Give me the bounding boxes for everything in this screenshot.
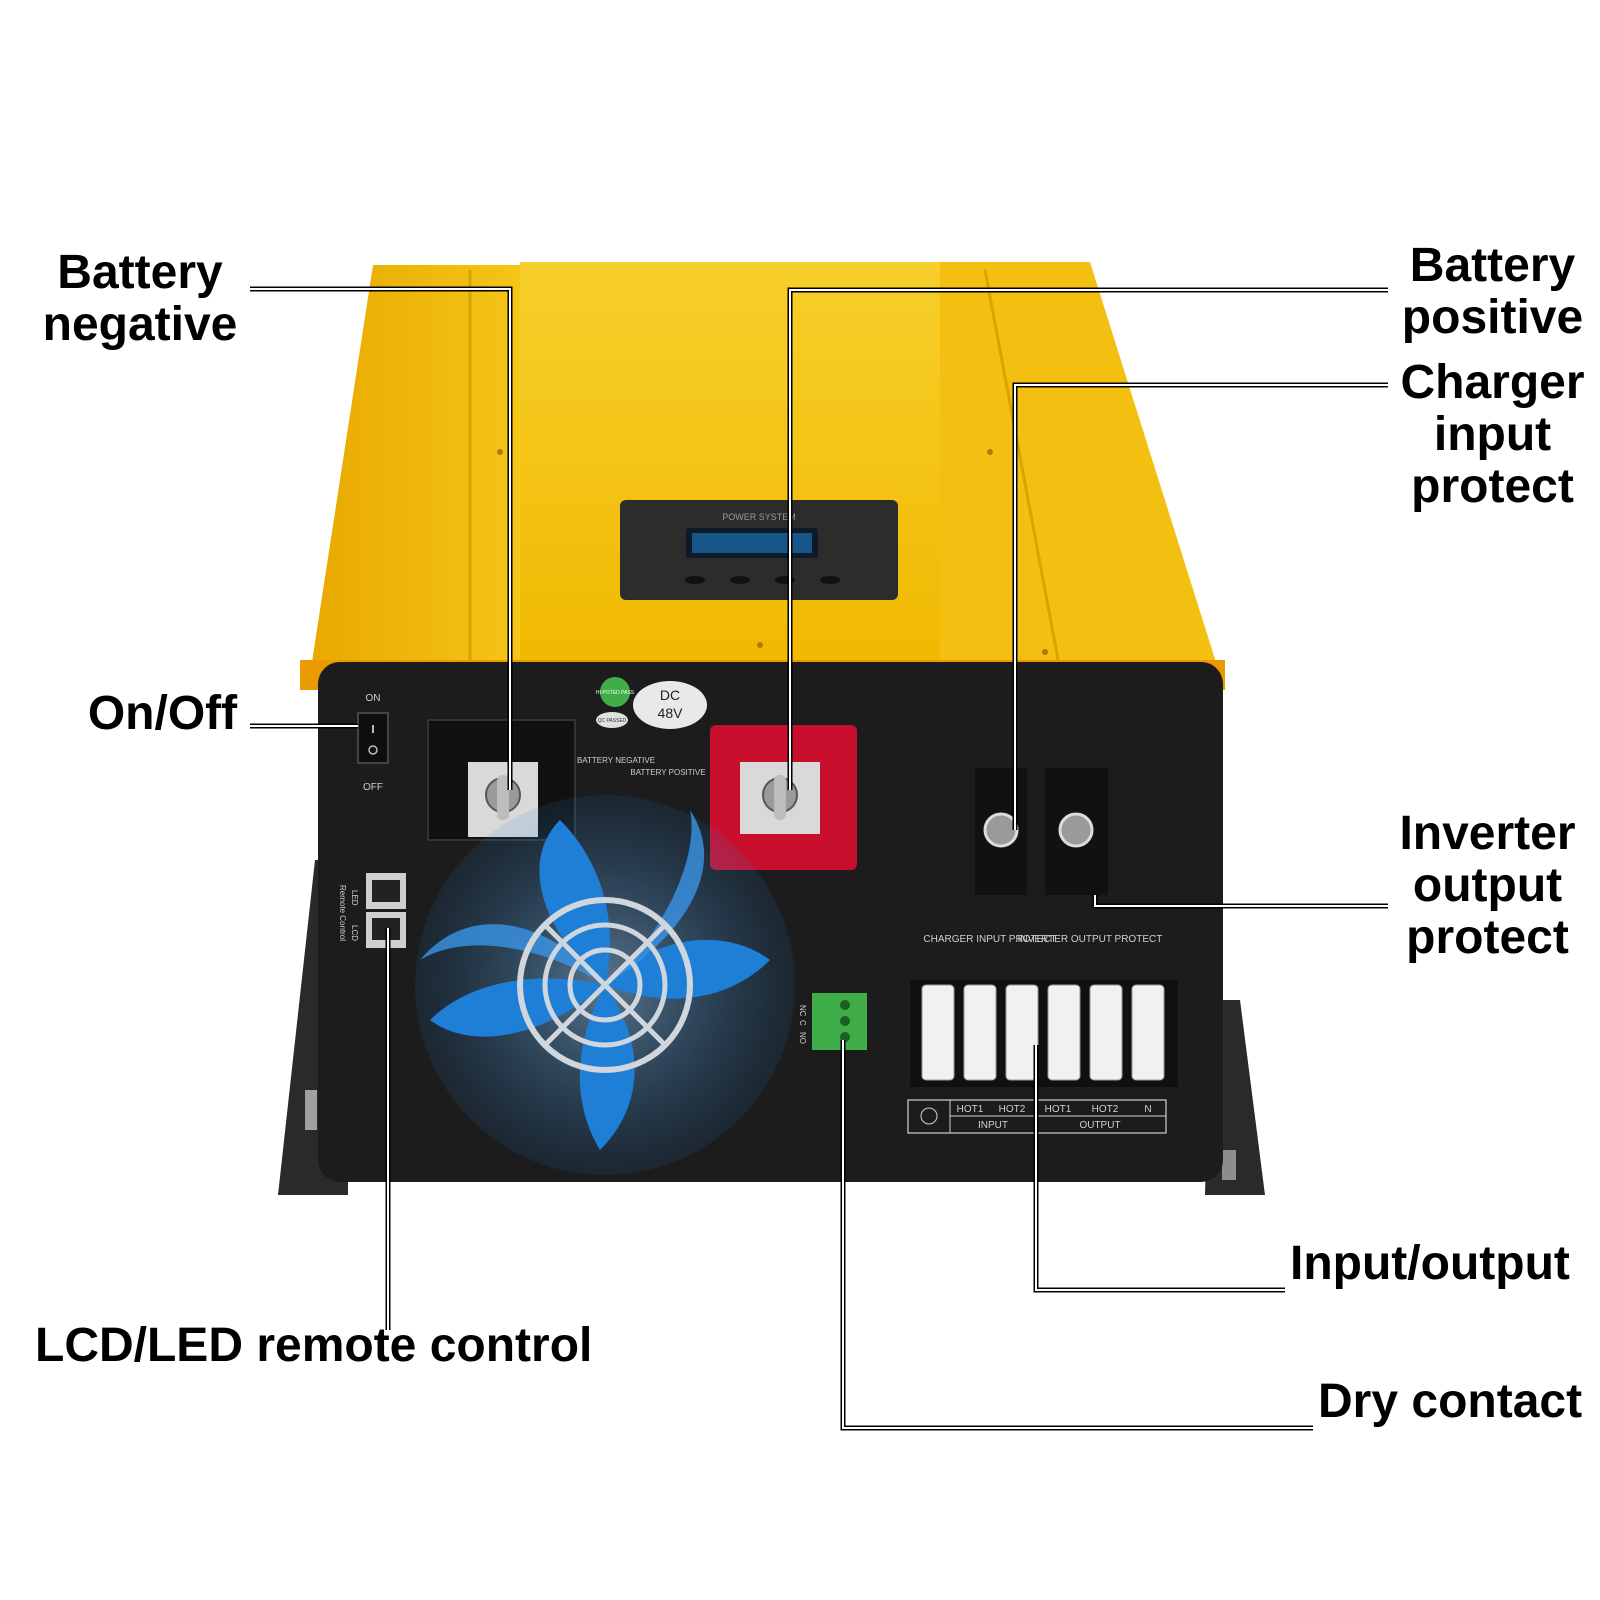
switch-on-label: ON xyxy=(366,693,381,704)
callout-battery-positive: Battery positive xyxy=(1401,239,1584,344)
svg-text:LCD: LCD xyxy=(350,925,359,941)
svg-text:N: N xyxy=(1144,1104,1151,1115)
power-switch[interactable]: ON OFF xyxy=(357,693,389,793)
svg-text:INPUT: INPUT xyxy=(978,1120,1008,1131)
inverter-output-protect-breaker[interactable] xyxy=(1045,768,1108,895)
svg-text:HOT1: HOT1 xyxy=(1045,1104,1072,1115)
svg-text:NC: NC xyxy=(798,1005,807,1017)
callout-lcd-led-remote-control: LCD/LED remote control xyxy=(35,1319,593,1372)
display-brand: POWER SYSTEM xyxy=(722,512,796,522)
svg-text:C: C xyxy=(798,1020,807,1026)
svg-text:Remote Control: Remote Control xyxy=(338,885,347,941)
svg-text:LED: LED xyxy=(350,890,359,906)
callout-dry-contact: Dry contact xyxy=(1318,1375,1583,1428)
dc-label: DC xyxy=(660,687,680,703)
svg-text:OUTPUT: OUTPUT xyxy=(1079,1120,1120,1131)
certification-badges: HI-POTED PASS QC PASSED DC 48V xyxy=(596,677,707,729)
switch-off-label: OFF xyxy=(363,782,383,793)
callout-charger-input-protect: Charger input protect xyxy=(1400,356,1585,513)
callout-input-output: Input/output xyxy=(1290,1237,1570,1290)
svg-text:HOT2: HOT2 xyxy=(999,1104,1026,1115)
svg-text:NO: NO xyxy=(798,1032,807,1044)
svg-text:HI-POTED PASS: HI-POTED PASS xyxy=(596,690,635,696)
battery-positive-label: BATTERY POSITIVE xyxy=(630,768,705,777)
inverter-body xyxy=(300,262,1225,690)
battery-positive-terminal[interactable] xyxy=(710,725,857,870)
battery-negative-label: BATTERY NEGATIVE xyxy=(577,756,655,765)
cooling-fan xyxy=(415,795,795,1175)
inverter-output-protect-label: INVERTER OUTPUT PROTECT xyxy=(1018,934,1163,945)
callout-leaders xyxy=(250,286,1388,1431)
svg-text:HOT2: HOT2 xyxy=(1092,1104,1119,1115)
ac-terminal-block[interactable]: HOT1 HOT2 HOT1 HOT2 N INPUT OUTPUT xyxy=(907,980,1178,1134)
callout-inverter-output-protect: Inverter output protect xyxy=(1399,807,1576,964)
callout-battery-negative: Battery negative xyxy=(42,246,238,351)
dc-voltage: 48V xyxy=(658,705,684,721)
svg-text:HOT1: HOT1 xyxy=(957,1104,984,1115)
charger-input-protect-breaker[interactable] xyxy=(975,768,1027,895)
callout-on-off: On/Off xyxy=(87,687,238,740)
charger-input-protect-label: CHARGER INPUT PROTECT xyxy=(923,934,1056,945)
lcd-display-module: POWER SYSTEM xyxy=(620,500,898,600)
dry-contact-connector[interactable]: NC C NO xyxy=(798,993,867,1050)
svg-text:QC PASSED: QC PASSED xyxy=(598,718,627,724)
